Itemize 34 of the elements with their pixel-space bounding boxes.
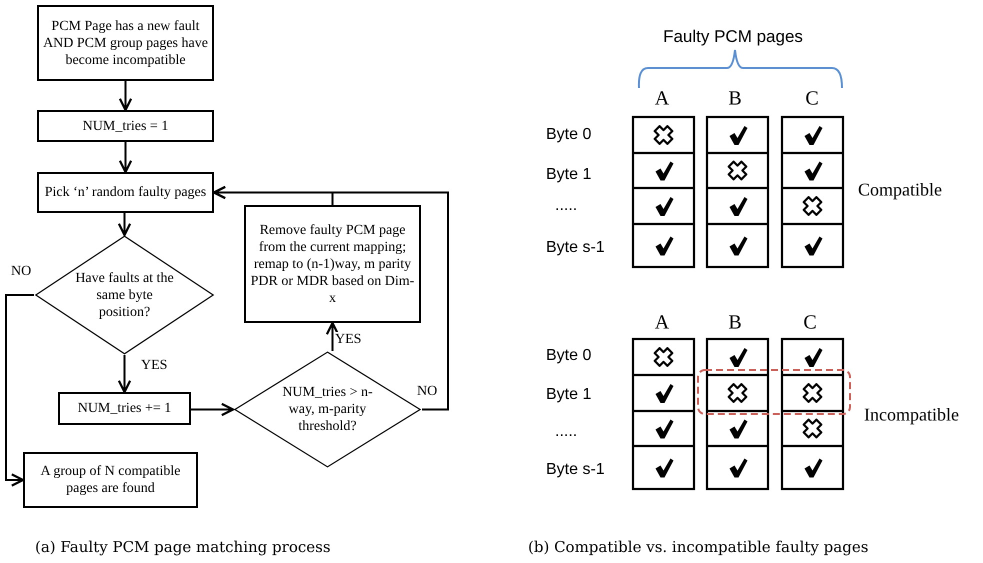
column-label: C [805,88,819,110]
process-box: PCM Page has a new fault AND PCM group pages have become incompatible [37,5,214,81]
process-box: Pick ‘n’ random faulty pages [37,172,214,213]
arrow [212,186,334,205]
status-label: Incompatible [864,404,959,426]
figure-caption: (b) Compatible vs. incompatible faulty pages [528,538,868,556]
figure-caption: (a) Faulty PCM page matching process [35,538,331,556]
group-title: Faulty PCM pages [663,27,803,47]
row-label: Byte 0 [546,126,592,144]
column-label: B [728,88,742,110]
decision-diamond: Have faults at the same byte position? [34,235,215,355]
process-box: NUM_tries = 1 [37,110,214,142]
arrow [5,294,34,487]
arrow [118,81,132,112]
process-box: Remove faulty PCM page from the current mapping; remap to (n-1)way, m parity PDR or MDR based on Dim-x [244,205,421,323]
arrow [118,142,132,174]
row-label: Byte 1 [546,386,592,404]
process-box: NUM_tries += 1 [58,392,191,425]
row-label: Byte 1 [546,166,592,184]
status-label: Compatible [858,180,942,200]
column-label: A [654,88,670,110]
arrow [191,402,234,416]
row-label: ..... [555,423,578,441]
arrow [118,213,132,236]
process-box: A group of N compatible pages are found [23,452,198,508]
row-label: Byte s-1 [546,461,605,479]
column-label: B [728,312,742,334]
arrow [326,322,340,351]
column-label: C [803,312,817,334]
column-label: A [654,312,670,334]
row-label: Byte s-1 [546,239,605,257]
row-label: Byte 0 [546,347,592,365]
row-label: ..... [555,197,578,215]
arrow [118,355,132,394]
